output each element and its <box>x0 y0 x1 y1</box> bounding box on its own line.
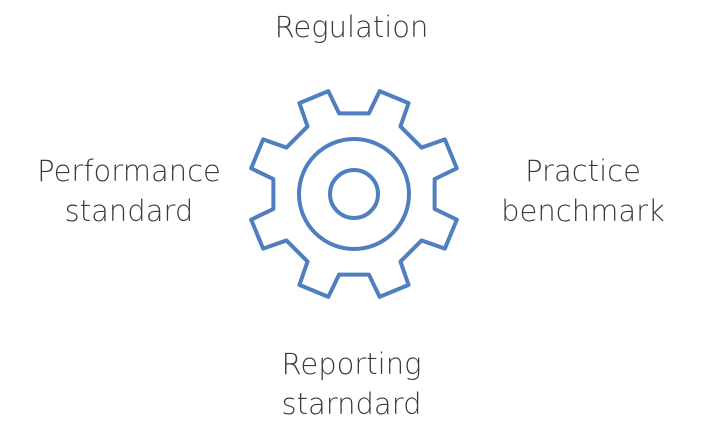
practice-benchmark-line1: Practice <box>525 154 641 188</box>
practice-benchmark-label: Practice benchmark <box>472 151 694 231</box>
performance-standard-line2: standard <box>64 194 194 228</box>
performance-standard-label: Performance standard <box>12 151 246 231</box>
gear-ring <box>297 137 411 251</box>
gear-outline <box>249 89 459 299</box>
gear-hub <box>328 168 380 220</box>
reporting-standard-line2: starndard <box>281 387 422 421</box>
regulation-text: Regulation <box>274 10 429 44</box>
gear-icon <box>243 83 465 305</box>
performance-standard-line1: Performance <box>37 154 221 188</box>
practice-benchmark-line2: benchmark <box>501 194 665 228</box>
reporting-standard-line1: Reporting <box>281 347 422 381</box>
gear-icon-graphic <box>249 89 459 299</box>
reporting-standard-label: Reporting starndard <box>0 344 703 424</box>
regulation-label: Regulation <box>0 7 703 47</box>
